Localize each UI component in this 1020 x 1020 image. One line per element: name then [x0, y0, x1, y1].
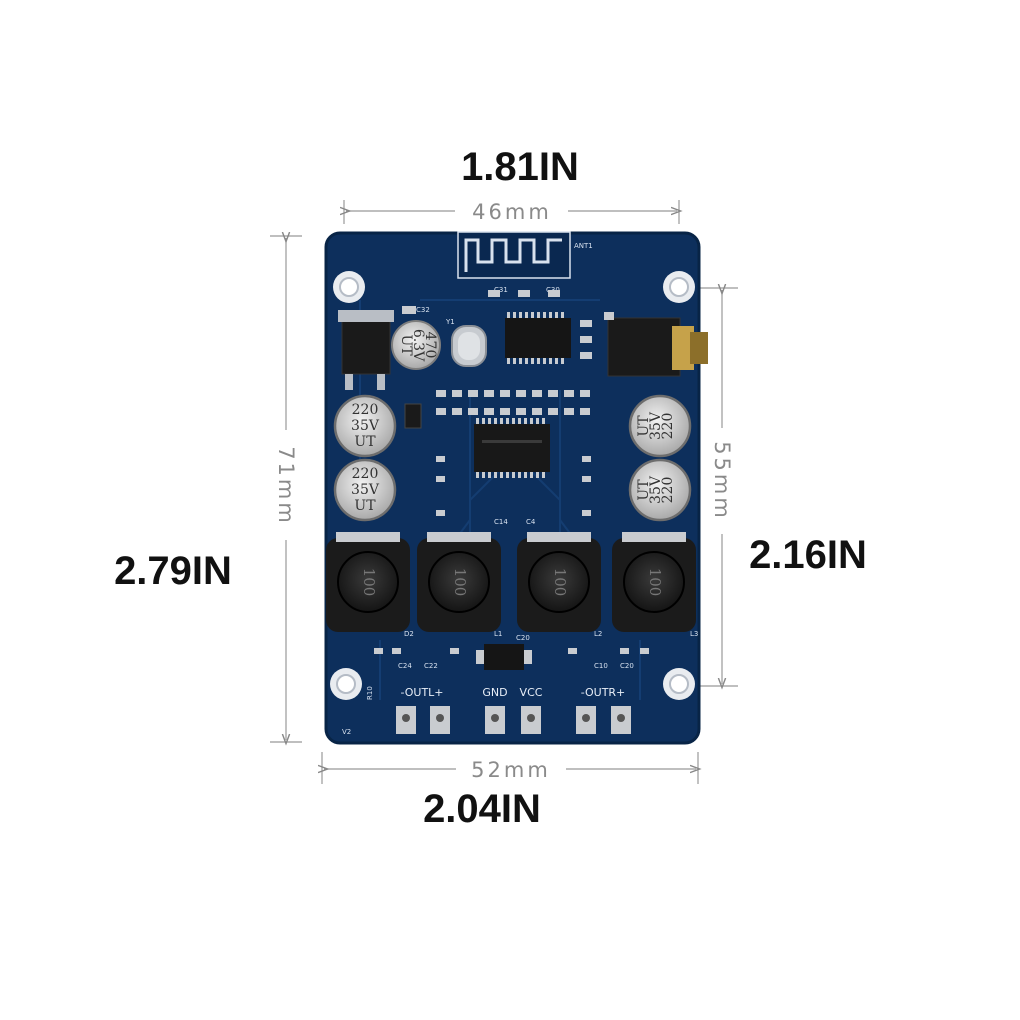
inductor-4: 100 — [612, 532, 696, 632]
capacitor-right-top: 220 35V UT — [628, 394, 692, 458]
cap-rt-line3: UT — [636, 415, 652, 437]
top-width-inches: 1.81IN — [461, 145, 579, 189]
designator-c32: C32 — [416, 306, 430, 314]
designator-c10: C10 — [594, 662, 608, 670]
right-dimension-line: 55mm — [690, 288, 738, 686]
designator-c31: C31 — [494, 286, 508, 294]
mounting-hole-top-left — [333, 271, 365, 303]
designator-l4: L3 — [690, 630, 698, 638]
capacitor-left-top: 220 35V UT — [333, 394, 397, 458]
bottom-dimension-line: 52mm — [322, 752, 698, 784]
cap-lb-line2: 35V — [351, 482, 380, 498]
designator-y1: Y1 — [445, 318, 455, 326]
diode-d2: C20 — [476, 634, 532, 670]
vcc-label: VCC — [520, 686, 543, 699]
inductor-3: 100 — [517, 532, 601, 632]
mounting-hole-bottom-left — [330, 668, 362, 700]
amplifier-board: ANT1 C32 470 6.3V UT Y — [324, 231, 708, 745]
capacitor-left-bottom: 220 35V UT — [333, 458, 397, 522]
cap-lb-line3: UT — [354, 498, 376, 514]
designator-c24: C24 — [398, 662, 412, 670]
cap-rb-line1: 220 — [660, 477, 676, 504]
pad-gnd — [485, 706, 505, 734]
inductor-4-label: 100 — [646, 568, 664, 597]
voltage-regulator — [338, 310, 394, 390]
cap-lt-line3: UT — [354, 434, 376, 450]
pad-vcc — [521, 706, 541, 734]
cap-470-line1: 470 — [422, 332, 438, 359]
cap-rb-line2: 35V — [648, 475, 664, 504]
top-width-mm: 46mm — [472, 200, 552, 224]
left-height-inches: 2.79IN — [114, 549, 232, 593]
crystal-oscillator: Y1 — [445, 318, 487, 367]
cap-lt-line1: 220 — [352, 402, 379, 418]
inductor-2-label: 100 — [451, 568, 469, 597]
cap-lb-line1: 220 — [352, 466, 379, 482]
inductor-3-label: 100 — [551, 568, 569, 597]
right-height-mm: 55mm — [710, 441, 734, 521]
smd-passives — [374, 290, 649, 654]
designator-c14: C14 — [494, 518, 508, 526]
out-right-label: -OUTR+ — [581, 686, 626, 699]
cap-rt-line1: 220 — [660, 413, 676, 440]
bottom-width-inches: 2.04IN — [423, 787, 541, 831]
pad-out-right-minus — [576, 706, 596, 734]
pad-out-right-plus — [611, 706, 631, 734]
designator-r10: R10 — [366, 686, 374, 700]
mounting-hole-bottom-right — [663, 668, 695, 700]
antenna-label: ANT1 — [574, 242, 593, 250]
inductor-2: 100 — [417, 532, 501, 632]
pad-out-left-plus — [430, 706, 450, 734]
bluetooth-chip: C31 C30 — [494, 286, 571, 364]
left-height-mm: 71mm — [274, 446, 298, 526]
amplifier-chip — [474, 418, 550, 478]
designator-c20: C20 — [620, 662, 634, 670]
inductor-1-label: 100 — [360, 568, 378, 597]
version-label: V2 — [342, 728, 351, 736]
designator-l3: L2 — [594, 630, 602, 638]
cap-rb-line3: UT — [636, 479, 652, 501]
terminal-pads — [396, 706, 631, 734]
cap-rt-line2: 35V — [648, 411, 664, 440]
cap-470-line3: UT — [398, 334, 414, 356]
designator-l1: D2 — [404, 630, 414, 638]
designator-d2: C20 — [516, 634, 530, 642]
audio-jack — [604, 312, 708, 377]
left-dimension-line: 71mm — [270, 236, 302, 742]
capacitor-470uf: C32 470 6.3V UT — [391, 306, 441, 370]
designator-c4: C4 — [526, 518, 536, 526]
smd-transistor — [404, 403, 422, 429]
out-left-label: -OUTL+ — [400, 686, 443, 699]
antenna: ANT1 — [457, 231, 593, 279]
cap-470-line2: 6.3V — [410, 329, 426, 362]
mounting-hole-top-right — [663, 271, 695, 303]
mounting-holes — [330, 271, 695, 700]
gnd-label: GND — [482, 686, 507, 699]
top-dimension-line: 46mm — [344, 200, 679, 224]
right-height-inches: 2.16IN — [749, 533, 867, 577]
inductor-1: 100 — [326, 532, 410, 632]
cap-lt-line2: 35V — [351, 418, 380, 434]
designator-l2: L1 — [494, 630, 502, 638]
bottom-width-mm: 52mm — [471, 758, 551, 782]
pad-out-left-minus — [396, 706, 416, 734]
designator-c22: C22 — [424, 662, 438, 670]
capacitor-right-bottom: 220 35V UT — [628, 458, 692, 522]
